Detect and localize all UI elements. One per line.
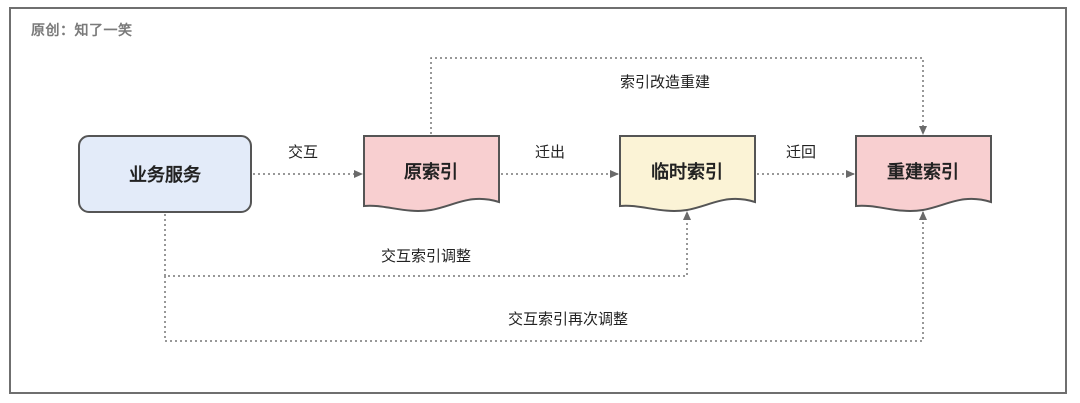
edge-label-rebuild-index: 索引改造重建 bbox=[620, 73, 710, 91]
rebuild-index-label: 重建索引 bbox=[887, 161, 959, 183]
edge-label-migrate-out: 迁出 bbox=[535, 143, 565, 161]
business-service-node[interactable] bbox=[78, 135, 252, 213]
business-service-label: 业务服务 bbox=[129, 164, 202, 186]
edge-label-adjust: 交互索引调整 bbox=[381, 247, 471, 265]
original-index-label: 原索引 bbox=[404, 161, 458, 183]
edge-rebuild-index bbox=[430, 57, 927, 135]
temp-index-label: 临时索引 bbox=[651, 161, 723, 183]
edge-label-adjust-again: 交互索引再次调整 bbox=[508, 310, 628, 328]
edge-adjust bbox=[164, 211, 691, 277]
temp-index-node[interactable] bbox=[619, 135, 756, 212]
edge-label-migrate-back: 迁回 bbox=[786, 143, 816, 161]
edge-label-interact: 交互 bbox=[288, 143, 318, 161]
original-index-node[interactable] bbox=[363, 135, 500, 212]
rebuild-index-node[interactable] bbox=[855, 135, 992, 212]
watermark-text: 原创：知了一笑 bbox=[31, 23, 133, 39]
